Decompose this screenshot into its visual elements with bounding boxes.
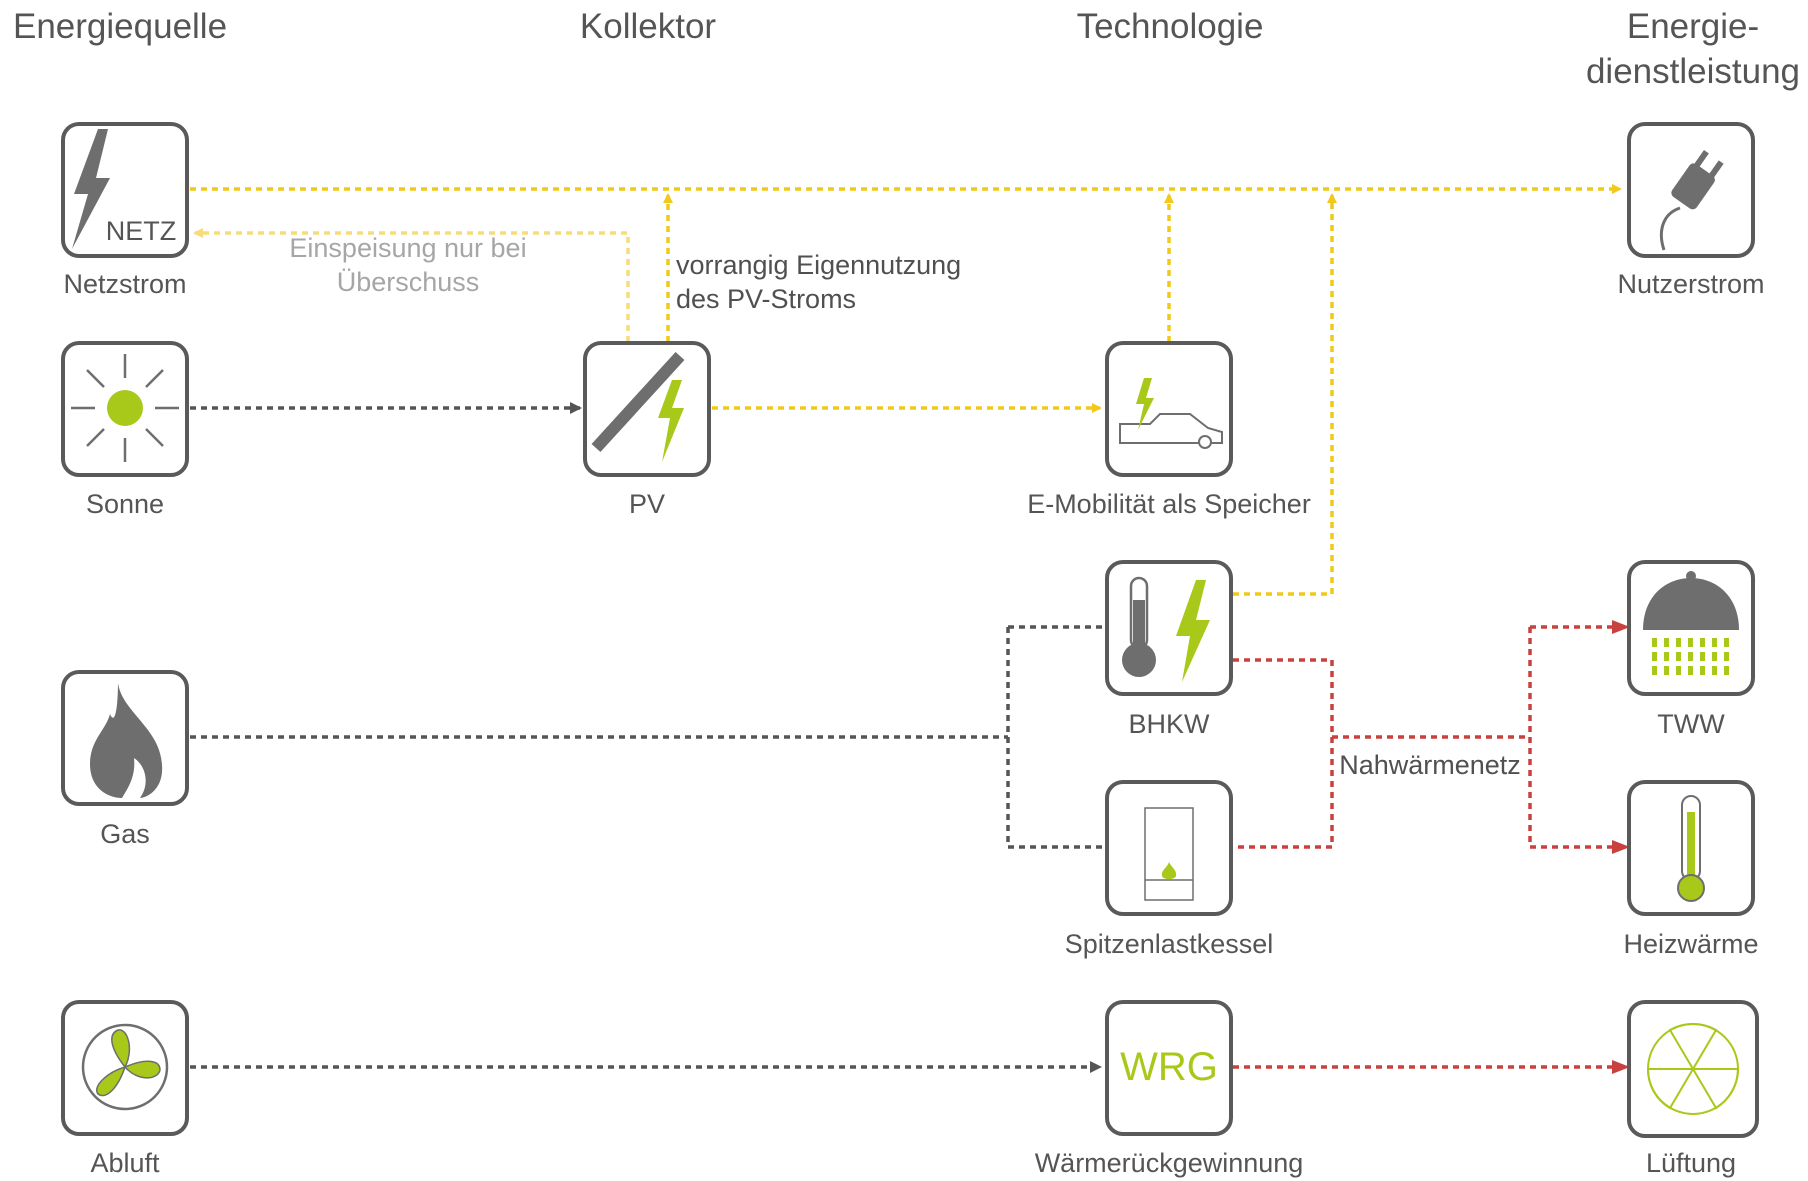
- label-bhkw: BHKW: [1129, 709, 1211, 739]
- node-sonne: [61, 341, 189, 477]
- flow-bhkw-electricity: [1233, 193, 1337, 596]
- sun-icon: [71, 354, 179, 462]
- flame-icon: [90, 683, 163, 798]
- electric-car-icon: [1119, 378, 1223, 449]
- lightning-icon: [72, 129, 110, 249]
- label-tww: TWW: [1657, 709, 1725, 739]
- shower-icon: [1643, 571, 1739, 675]
- label-pv: PV: [629, 489, 665, 519]
- ventilation-icon: [1646, 1023, 1740, 1115]
- node-tww: [1627, 560, 1755, 696]
- label-netzstrom: Netzstrom: [63, 269, 186, 299]
- node-kessel: [1105, 780, 1233, 916]
- node-gas: [61, 670, 189, 806]
- flow-heat-collector: [1233, 658, 1334, 849]
- node-bhkw: [1105, 560, 1233, 696]
- node-pv: [583, 341, 711, 477]
- district-heat-label: Nahwärmenetz: [1339, 750, 1521, 780]
- fan-icon: [81, 1023, 169, 1111]
- node-heizwaerme: [1627, 780, 1755, 916]
- boiler-icon: [1144, 807, 1194, 901]
- label-sonne: Sonne: [86, 489, 164, 519]
- column-header-service-line1: Energie-: [1627, 7, 1759, 46]
- column-header-service-line2: dienstleistung: [1586, 52, 1800, 91]
- node-wrg: WRG: [1105, 1000, 1233, 1136]
- label-wrg: Wärmerückgewinnung: [1035, 1148, 1304, 1178]
- plug-icon: [1659, 149, 1724, 251]
- chp-icon: [1122, 576, 1210, 682]
- label-nutzerstrom: Nutzerstrom: [1617, 269, 1764, 299]
- feed-in-note-line1: Einspeisung nur bei: [289, 233, 526, 263]
- column-header-technology: Technologie: [1077, 7, 1264, 46]
- node-netzstrom: NETZ: [61, 122, 189, 258]
- label-emobility: E-Mobilität als Speicher: [1027, 489, 1311, 519]
- column-header-energy-source: Energiequelle: [13, 7, 227, 46]
- label-gas: Gas: [100, 819, 150, 849]
- node-emobility: [1105, 341, 1233, 477]
- pv-panel-icon: [591, 351, 685, 462]
- flow-pv-feed-in: [193, 228, 630, 342]
- label-heizwaerme: Heizwärme: [1623, 929, 1758, 959]
- thermometer-icon: [1677, 795, 1705, 902]
- district-heat-label-bg: [1335, 746, 1527, 782]
- self-use-note-line2: des PV-Stroms: [676, 284, 856, 314]
- label-lueftung: Lüftung: [1646, 1148, 1736, 1178]
- label-abluft: Abluft: [90, 1148, 160, 1178]
- self-use-note-line1: vorrangig Eigennutzung: [676, 250, 961, 280]
- column-header-collector: Kollektor: [580, 7, 717, 46]
- label-kessel: Spitzenlastkessel: [1065, 929, 1274, 959]
- node-nutzerstrom: [1627, 122, 1755, 258]
- node-abluft: [61, 1000, 189, 1136]
- netz-icon-text: NETZ: [106, 216, 177, 246]
- node-lueftung: [1627, 1000, 1759, 1138]
- feed-in-note-line2: Überschuss: [337, 267, 480, 297]
- heat-recovery-icon: WRG: [1120, 1045, 1218, 1089]
